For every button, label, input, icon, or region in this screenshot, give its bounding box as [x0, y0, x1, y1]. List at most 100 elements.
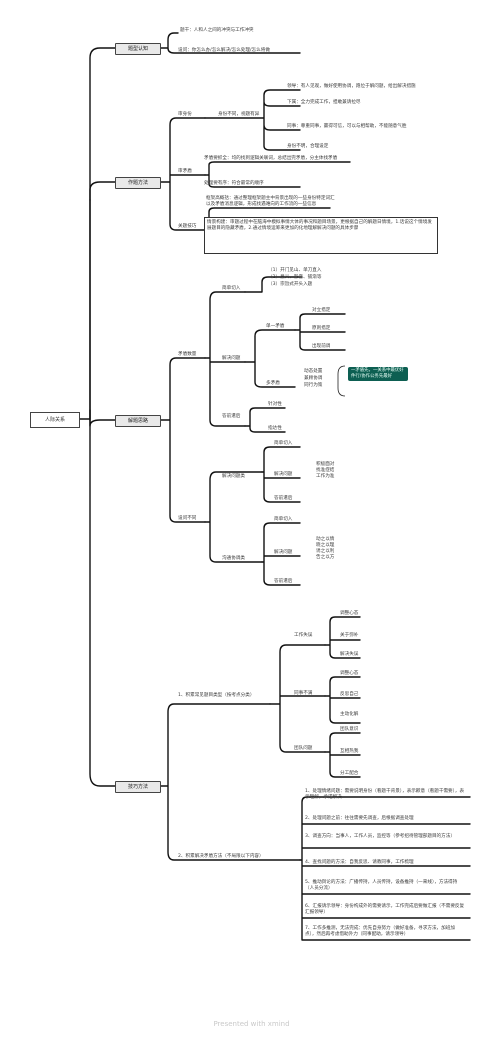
- b2-g2-label: 审矛盾: [178, 169, 192, 174]
- root-node[interactable]: 人际关系: [30, 412, 80, 428]
- b2-g3-leaf-frame: [204, 217, 438, 254]
- b3-summary-leaf: 针对性: [268, 402, 282, 407]
- b3-entry-label: 简单切入: [222, 286, 241, 291]
- b2-g3-leaf: 情景构建：审题过程中在脑海中模拟事情大体的事况和题目场景，更根据自己的解题日情境…: [207, 220, 432, 231]
- b3-problem-leaf: 简单切入: [274, 441, 293, 446]
- b2-g1-leaf: 身份不明，合理设定: [287, 144, 329, 149]
- b2-g2-leaf: 矛盾要抓全：均的找到逻辑关联词，总结出完矛盾，分主体找矛盾: [204, 156, 338, 161]
- b3-multi-line: 同行为策: [304, 383, 323, 388]
- b4-g2-leaf: 1、处理情绪问题：需要说明身份（看题干背景），表示歉意（看题干需要），表示理解，…: [305, 789, 465, 800]
- b4-team-leaf: 分工配合: [340, 771, 359, 776]
- branch-label: 技巧方法: [127, 784, 148, 790]
- branch-label: 作题方法: [127, 180, 148, 186]
- connector-root-b4: [89, 419, 116, 787]
- b3-solve-label: 解决问题: [222, 356, 241, 361]
- b3-multi-label: 多矛盾: [266, 381, 280, 386]
- b4-peer-leaf: 调整心态: [340, 671, 359, 676]
- b4-work-label: 工作失误: [294, 633, 313, 638]
- connector-b4-g1: [269, 644, 326, 753]
- footer-watermark: Presented with xmind: [213, 1020, 290, 1028]
- b3-g2-label: 设问不同: [178, 516, 197, 521]
- b3-problem-note: 积极面对: [316, 462, 335, 467]
- b3-summary-leaf: 指达性: [268, 426, 282, 431]
- b2-g1-label: 审身份: [178, 112, 192, 117]
- b3-g1-label: 矛盾数量: [178, 352, 197, 357]
- b4-g2-leaf: 7、工作多推测，无法完成：优先自身努力（做好准备，寻求方法，加班加点），然后再考…: [305, 926, 455, 937]
- b3-problem-note: 工作为准: [316, 474, 335, 479]
- b4-g2-leaf: 2、处理问题之前：往往需要先调查，后根据调查处理: [305, 816, 414, 821]
- b4-g2-label: 2、积累解决矛盾方法（不局限以下内容）: [178, 854, 264, 859]
- b4-work-leaf: 关于弥补: [340, 633, 359, 638]
- b3-multi-note: 一矛盾先，一关系中最优好件行/协作公务先最好: [348, 367, 408, 381]
- b4-team-leaf: 团队意识: [340, 727, 359, 732]
- branch-解题思路[interactable]: 解题思路: [115, 415, 161, 427]
- b4-g2-leaf: 5、推动舆论的方法：广播传持，人员传持，设备推持（一来线），方法得持（人员分流）: [305, 880, 458, 891]
- b3-single-leaf: 原则措定: [312, 326, 331, 331]
- b2-g3-leaf: 框架高概括：通过整理框架题主中背景出现的一些身份特定词汇以及矛盾消息逻辑，形成找…: [206, 196, 335, 207]
- b4-g2-leaf: 6、汇报请示领导：身份构成外的需要请示，工作完成后要做汇报（不需要反复汇报领导）: [305, 904, 465, 915]
- branch-label: 题型认知: [127, 46, 148, 52]
- b3-mood-label: 沟通协调类: [222, 556, 245, 561]
- b3-problem-leaf: 解决问题: [274, 472, 293, 477]
- b2-g1-leaf: 下属：全力完成工作，担敢兼请拉尽: [287, 100, 361, 105]
- connector-b4-g2: [299, 796, 471, 941]
- b2-g1-sub: 身份不同，视题有异: [218, 112, 260, 117]
- b3-problem-note: 找准症结: [316, 468, 335, 473]
- b2-g2-leaf: 处理要有序：符合最常的顺序: [204, 181, 264, 186]
- b2-g3-label: 关题技巧: [178, 224, 197, 229]
- b3-problem-label: 解决问题类: [222, 474, 245, 479]
- connector-b2-g2: [204, 161, 351, 188]
- connector-root-b1: [79, 47, 116, 420]
- b3-mood-leaf: 答前遣后: [274, 579, 293, 584]
- b1-item-2: 设问：你怎么办/怎么解决/怎么处理/怎么将做: [178, 48, 270, 53]
- connector-b4-peer: [324, 676, 361, 724]
- branch-题型认知[interactable]: 题型认知: [115, 43, 161, 55]
- b3-summary-label: 答前遣后: [222, 414, 241, 419]
- b3-multi-line: 兼顾协调: [304, 376, 323, 381]
- branch-技巧方法[interactable]: 技巧方法: [115, 781, 161, 793]
- b3-mood-leaf: 简单切入: [274, 517, 293, 522]
- connector-b1: [159, 32, 301, 54]
- connector-b4-team: [324, 732, 361, 778]
- b3-entry-leaf: （2）意义、影音、铺渐等: [268, 275, 322, 280]
- connector-b3: [159, 357, 206, 523]
- root-label: 人际关系: [44, 417, 65, 423]
- connector-b3-single: [294, 313, 346, 351]
- b3-mood-note: 晓之以理: [316, 543, 335, 548]
- connector-b2-g1: [204, 89, 301, 151]
- b4-team-leaf: 互相热我: [340, 749, 359, 754]
- connector-b3-g2: [204, 471, 263, 563]
- b4-g2-leaf: 3、调查方向：当事人，工作人员，监控等（参考招待管理部题目的方法）: [305, 834, 455, 839]
- b3-multi-line: 动态处置: [304, 369, 323, 374]
- connector-b3-problem: [261, 446, 301, 503]
- connector-b2: [159, 117, 206, 231]
- connector-b4-work: [324, 616, 361, 659]
- brace-multi: [337, 365, 346, 397]
- b3-entry-leaf: （1）开门见山、单刀直入: [268, 268, 322, 273]
- branch-作题方法[interactable]: 作题方法: [115, 177, 161, 189]
- b3-mood-note: 告之以方: [316, 555, 335, 560]
- b4-work-leaf: 调整心态: [340, 611, 359, 616]
- b3-mood-note: 诱之以利: [316, 549, 335, 554]
- b4-peer-leaf: 主动化解: [340, 712, 359, 717]
- connector-b3-solve: [244, 329, 296, 388]
- b4-peer-label: 同事不满: [294, 691, 313, 696]
- connector-b3-g1: [204, 291, 246, 427]
- connector-root-b3: [89, 409, 116, 427]
- connector-b3-summary: [244, 407, 286, 433]
- b3-mood-note: 动之以情: [316, 537, 335, 542]
- connector-b3-mood: [261, 522, 301, 586]
- b4-peer-leaf: 反思自己: [340, 692, 359, 697]
- b2-g1-leaf: 同事：尊重同事，赢得可信，可以与相帮助，不能随意气胜: [287, 124, 407, 129]
- b3-mood-leaf: 解决问题: [274, 550, 293, 555]
- b4-g1-label: 1、积累常见题目类型（按考点分类）: [178, 693, 255, 698]
- b3-entry-leaf: （3）宗旨式开头入题: [268, 282, 313, 287]
- connector-root-b2: [89, 181, 116, 201]
- connector-b4: [159, 703, 301, 861]
- b1-item-1: 题干：人和人之间的冲突与工作冲突: [180, 28, 254, 33]
- connector-b3-entry: [244, 276, 303, 293]
- b3-single-label: 单一矛盾: [266, 324, 285, 329]
- b3-single-leaf: 对立措定: [312, 308, 331, 313]
- branch-label: 解题思路: [127, 418, 148, 424]
